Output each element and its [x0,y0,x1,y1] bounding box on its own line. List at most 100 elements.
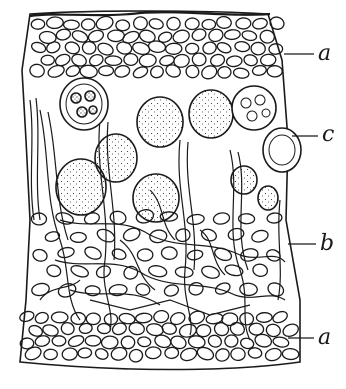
cell [227,227,245,241]
cell [111,247,128,261]
cell [202,19,216,29]
cell [137,249,153,262]
cell [217,66,231,79]
cell [116,20,130,31]
cell [186,213,204,225]
cell [148,264,168,278]
cell [148,17,164,30]
cell [83,245,103,262]
cell [163,283,180,297]
cell [114,64,131,78]
cell [121,336,135,349]
upper-cell-layer [29,14,286,81]
cell [95,14,115,31]
cell [185,18,200,31]
cell [234,41,250,53]
cell [185,43,198,54]
cell [34,311,50,325]
cell [52,336,66,346]
cell [172,28,191,45]
cell [166,16,182,31]
cell [260,54,276,67]
cell [64,40,81,55]
cell [19,310,36,323]
cell [282,348,299,360]
cell [241,30,257,42]
cell [231,348,246,361]
cell [201,41,217,56]
cell [82,41,97,55]
cell [70,264,90,280]
cell [45,40,62,55]
label-a-upper: a [318,43,331,65]
cell [105,56,122,66]
cell [267,66,282,77]
cell [236,18,251,30]
cell [23,345,43,362]
cell [243,53,259,67]
cell [249,323,264,336]
label-b: b [320,233,334,255]
cell [250,229,269,244]
cell [46,16,63,29]
cell [169,310,187,326]
cell [31,282,51,297]
cell [67,334,85,349]
cell [44,230,60,242]
cell [264,347,283,363]
cell [78,347,92,358]
label-a-lower: a [318,327,331,349]
cell [252,65,267,77]
cell [137,336,151,347]
cell [70,232,86,242]
cell [216,41,233,55]
cell [124,54,138,66]
cell [239,312,253,325]
cell [214,281,232,296]
lower-cell-layer [19,309,301,364]
cell [135,313,152,324]
cell [79,64,97,78]
cell [281,322,300,339]
cell [46,264,62,278]
cell [256,312,272,322]
cell [200,264,220,280]
cell [216,16,232,29]
cell [57,246,75,259]
cell [161,322,177,336]
cell [269,43,283,54]
cell [97,323,111,334]
cell [252,17,269,30]
cell [212,212,230,226]
cell [272,336,289,349]
cell [224,334,239,348]
cell [133,17,147,30]
cell [175,227,192,242]
cell [267,212,283,223]
cell [161,246,178,260]
leader-lines [284,54,318,338]
cell [99,66,114,76]
cell [101,335,118,349]
cell [165,347,179,359]
cell [251,42,266,56]
cell [81,19,95,30]
cell [64,20,80,29]
cell [145,346,161,359]
cell [188,281,204,296]
cell [85,285,100,296]
cell [226,55,243,67]
cell [51,312,68,323]
cell [32,248,49,263]
label-c: c [322,124,334,146]
cell [139,53,157,67]
cell [41,55,54,65]
cell [108,30,125,42]
cell [29,63,46,79]
cell [128,348,145,364]
cell [233,67,250,79]
cell [192,52,207,66]
cell [85,335,101,346]
cell [31,19,45,30]
